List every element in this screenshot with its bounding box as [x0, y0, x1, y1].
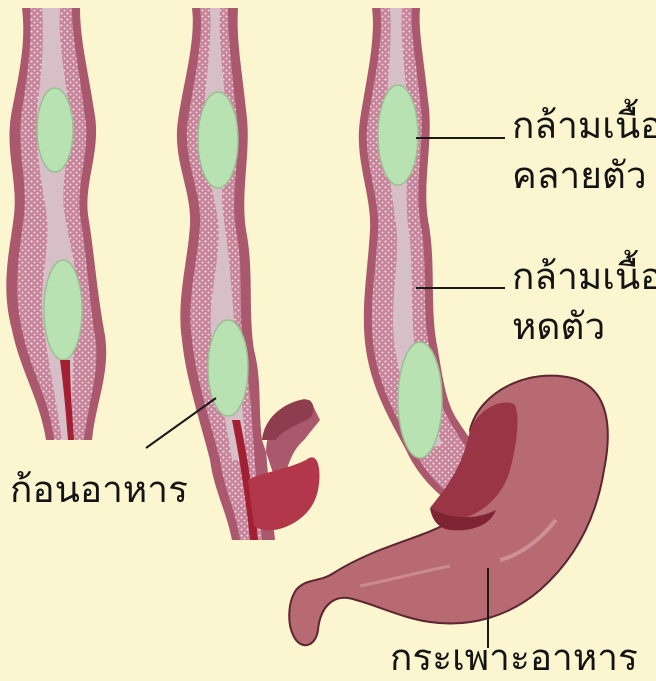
bolus-3b — [398, 342, 442, 458]
bolus-3a — [378, 85, 418, 185]
label-food-bolus: ก้อนอาหาร — [10, 468, 188, 512]
bolus-2a — [198, 92, 238, 188]
label-contracted-muscle-line1: กล้ามเนื้อ — [512, 255, 656, 299]
label-contracted-muscle-line2: หดตัว — [512, 305, 605, 349]
label-stomach: กระเพาะอาหาร — [390, 636, 638, 680]
label-relaxed-muscle-line1: กล้ามเนื้อ — [512, 104, 656, 148]
bolus-2b — [208, 320, 248, 416]
bolus-1a — [37, 88, 73, 172]
esophagus-segment-1 — [6, 8, 106, 440]
esophagus-segment-2 — [177, 8, 320, 540]
label-relaxed-muscle-line2: คลายตัว — [512, 154, 647, 198]
bolus-1b — [44, 260, 82, 360]
